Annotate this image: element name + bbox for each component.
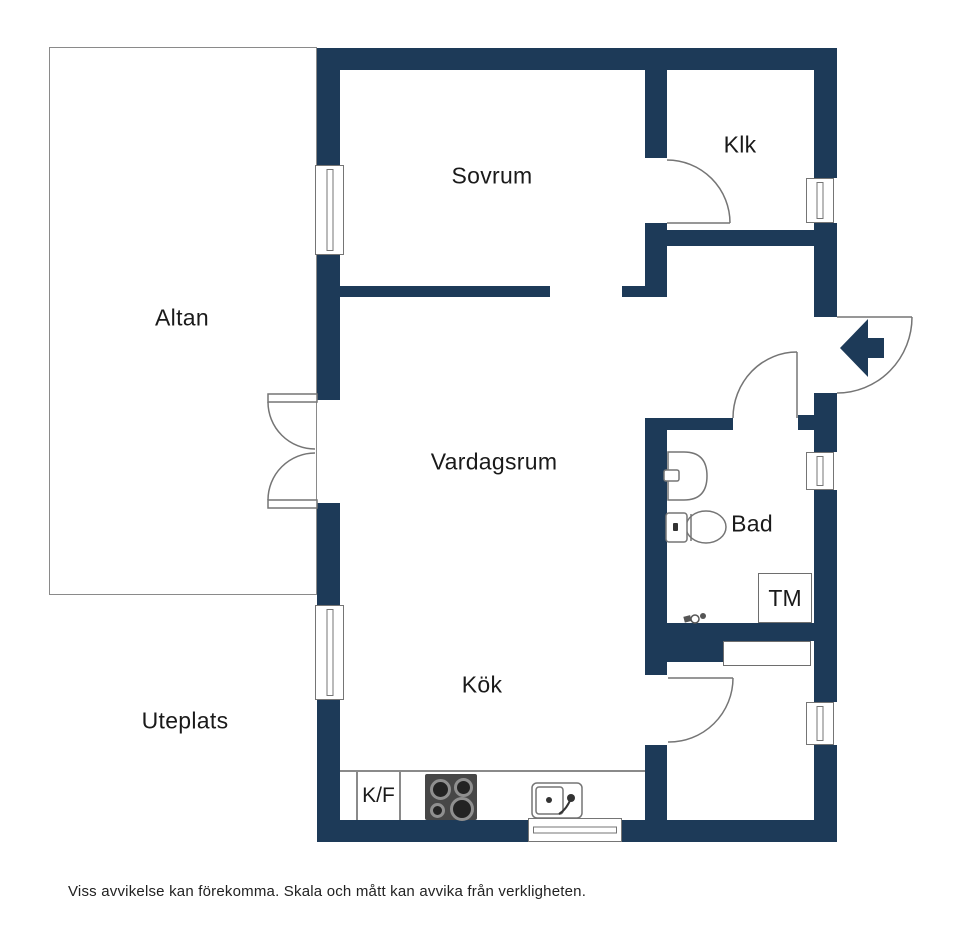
room-label-uteplats: Uteplats bbox=[141, 707, 229, 734]
window-icon bbox=[806, 702, 834, 745]
fridge-freezer-cell: K/F bbox=[357, 772, 400, 820]
wall-segment bbox=[317, 48, 837, 70]
disclaimer-text: Viss avvikelse kan förekomma. Skala och … bbox=[68, 883, 587, 900]
toilet-icon bbox=[665, 510, 727, 544]
wall-segment bbox=[645, 641, 723, 662]
wall-segment bbox=[645, 418, 667, 643]
floor-drain-icon bbox=[683, 613, 706, 624]
room-label-sovrum: Sovrum bbox=[451, 162, 533, 189]
window-icon bbox=[528, 818, 622, 842]
window-glass bbox=[816, 706, 824, 741]
wall-segment bbox=[645, 623, 814, 641]
wall-segment bbox=[645, 418, 733, 430]
wall-segment bbox=[317, 700, 340, 842]
kitchen-door-icon bbox=[667, 677, 734, 743]
stove-burner bbox=[450, 797, 474, 821]
stove-burner bbox=[454, 778, 473, 797]
entry-door-icon bbox=[836, 316, 913, 394]
wall-segment bbox=[645, 70, 667, 158]
wall-segment bbox=[317, 48, 340, 165]
window-glass bbox=[326, 609, 333, 696]
room-label-klk: Klk bbox=[723, 131, 757, 158]
wall-segment bbox=[814, 393, 837, 452]
room-label-altan: Altan bbox=[155, 304, 209, 331]
kitchen-counter-divider bbox=[356, 772, 358, 820]
bathroom-sink-icon bbox=[663, 451, 708, 501]
room-label-vardagsrum: Vardagsrum bbox=[430, 448, 558, 475]
window-glass bbox=[816, 456, 824, 486]
bathroom-door-icon bbox=[732, 351, 798, 419]
wall-segment bbox=[317, 255, 340, 400]
wall-segment bbox=[814, 48, 837, 178]
wall-segment bbox=[814, 490, 837, 702]
fridge-freezer-label: K/F bbox=[362, 784, 395, 807]
stove-burner bbox=[430, 803, 445, 818]
wardrobe-icon bbox=[723, 641, 811, 666]
kitchen-sink-icon bbox=[531, 782, 583, 819]
wall-segment bbox=[798, 415, 814, 430]
room-label-kok: Kök bbox=[461, 671, 503, 698]
closet-door-icon bbox=[666, 159, 731, 224]
window-icon bbox=[315, 605, 344, 700]
wall-segment bbox=[645, 662, 667, 675]
entry-arrow-icon bbox=[840, 319, 884, 377]
stove-icon bbox=[425, 774, 477, 821]
kitchen-counter-edge bbox=[340, 770, 645, 772]
wall-segment bbox=[622, 286, 645, 297]
window-glass bbox=[816, 182, 824, 219]
wall-segment bbox=[814, 745, 837, 842]
wall-segment bbox=[340, 286, 550, 297]
wall-segment bbox=[317, 503, 340, 605]
wall-segment bbox=[645, 745, 667, 820]
window-glass bbox=[326, 169, 333, 251]
washing-machine-label: TM bbox=[768, 584, 802, 611]
washing-machine-box: TM bbox=[758, 573, 812, 623]
window-icon bbox=[806, 178, 834, 223]
window-glass bbox=[533, 826, 617, 834]
stove-burner bbox=[430, 779, 451, 800]
wall-segment bbox=[645, 230, 814, 246]
window-icon bbox=[315, 165, 344, 255]
wall-segment bbox=[814, 223, 837, 317]
window-icon bbox=[806, 452, 834, 490]
kitchen-counter-divider bbox=[399, 772, 401, 820]
room-label-bad: Bad bbox=[731, 510, 773, 537]
